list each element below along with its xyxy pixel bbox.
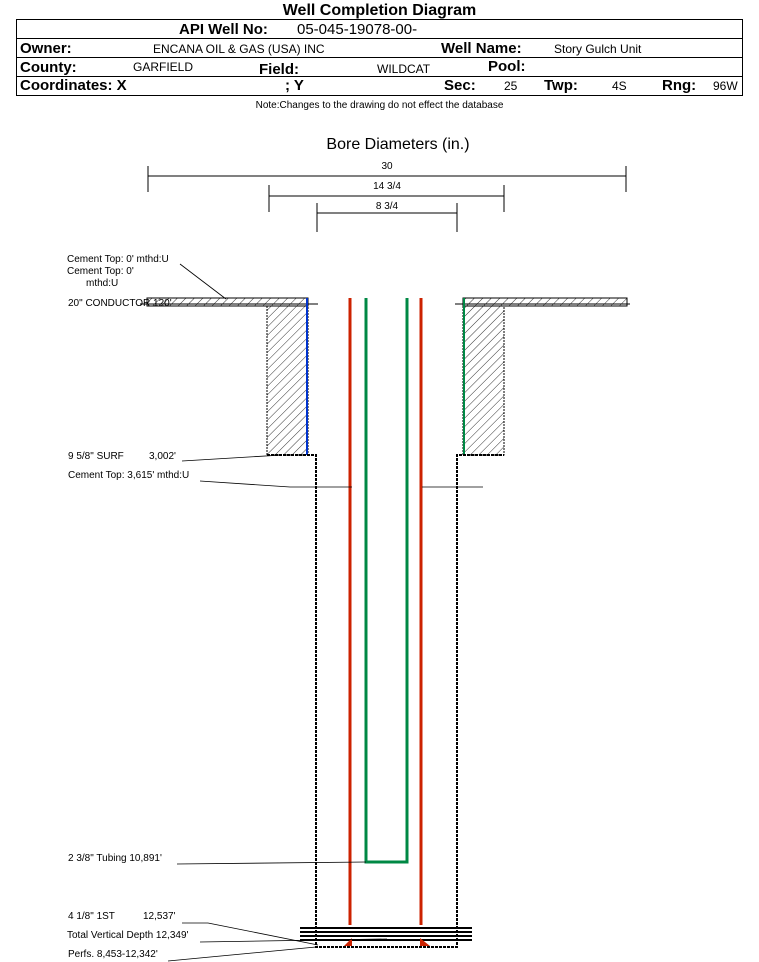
conductor-cement <box>140 297 630 456</box>
bore-diameters-title: Bore Diameters (in.) <box>326 136 469 153</box>
perfs-label: Perfs. 8,453-12,342' <box>68 949 158 960</box>
well-name-label: Well Name: <box>441 40 522 57</box>
total-vertical-depth-label: Total Vertical Depth 12,349' <box>67 930 189 941</box>
production-casing <box>267 454 504 948</box>
api-label: API Well No: <box>179 21 268 38</box>
surface-casing-depth: 3,002' <box>149 451 176 462</box>
county-label: County: <box>20 59 77 76</box>
annotation-labels: Cement Top: 0' mthd:U Cement Top: 0' mth… <box>67 254 189 960</box>
well-header-table: API Well No: 05-045-19078-00- Owner: ENC… <box>16 19 743 96</box>
dim-8-3-4-label: 8 3/4 <box>376 201 399 212</box>
surface-casing-label: 9 5/8" SURF <box>68 451 124 462</box>
tubing-label: 2 3/8" Tubing 10,891' <box>68 853 162 864</box>
county-value: GARFIELD <box>133 60 194 74</box>
cement-top-method: mthd:U <box>86 278 118 289</box>
well-name-value: Story Gulch Unit <box>554 42 642 56</box>
cement-top-label-second: Cement Top: 0' <box>67 266 134 277</box>
page-title: Well Completion Diagram <box>282 2 477 19</box>
coordinates-row: Coordinates: X ; Y Sec: 25 Twp: 4S Rng: … <box>17 77 742 95</box>
dimension-lines <box>147 166 627 232</box>
county-row: County: GARFIELD Field: WILDCAT Pool: <box>17 58 742 78</box>
coord-x-label: Coordinates: X <box>20 77 127 94</box>
sec-value: 25 <box>504 79 518 93</box>
production-casing-depth: 12,537' <box>143 911 176 922</box>
total-depth-marks <box>300 927 472 941</box>
leader-lines <box>167 263 483 962</box>
twp-label: Twp: <box>544 77 578 94</box>
dim-30-label: 30 <box>381 161 393 172</box>
field-label: Field: <box>259 61 299 78</box>
rng-label: Rng: <box>662 77 697 94</box>
owner-label: Owner: <box>20 40 72 57</box>
tubing <box>364 298 409 864</box>
api-row: API Well No: 05-045-19078-00- <box>17 20 742 39</box>
api-value: 05-045-19078-00- <box>297 21 418 38</box>
perforation-marker <box>420 938 430 946</box>
twp-value: 4S <box>612 79 627 93</box>
perforation-marker <box>344 938 352 946</box>
owner-row: Owner: ENCANA OIL & GAS (USA) INC Well N… <box>17 39 742 58</box>
production-casing-label: 4 1/8" 1ST <box>68 911 115 922</box>
dim-14-3-4-label: 14 3/4 <box>373 181 401 192</box>
field-value: WILDCAT <box>377 62 431 76</box>
cement-top-2-label: Cement Top: 3,615' mthd:U <box>68 470 189 481</box>
sec-label: Sec: <box>444 77 476 94</box>
rng-value: 96W <box>713 79 738 93</box>
owner-value: ENCANA OIL & GAS (USA) INC <box>153 42 325 56</box>
conductor-label: 20" CONDUCTOR 120' <box>68 298 172 309</box>
note-text: Note:Changes to the drawing do not effec… <box>255 100 504 111</box>
coord-y-label: ; Y <box>285 77 304 94</box>
pool-label: Pool: <box>488 58 526 75</box>
cement-top-label: Cement Top: 0' mthd:U <box>67 254 169 265</box>
